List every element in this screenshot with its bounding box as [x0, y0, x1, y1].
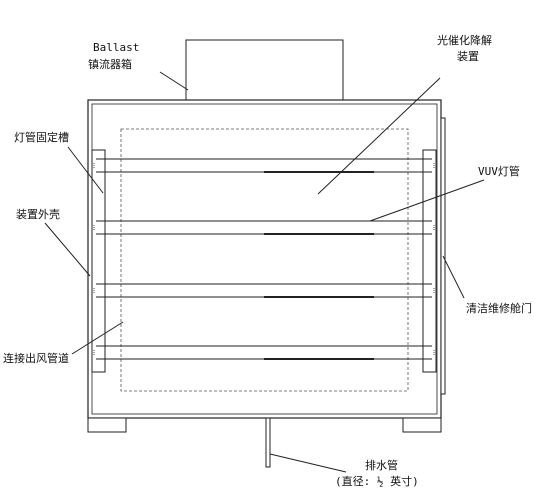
label-lamp-slot: 灯管固定槽	[14, 130, 69, 144]
label-drain-pipe: 排水管	[365, 458, 398, 472]
drain-pipe	[265, 417, 271, 468]
ballast-box	[185, 39, 344, 101]
leader-housing	[44, 222, 91, 277]
label-housing: 装置外壳	[16, 207, 60, 221]
leader-drain-pipe	[269, 453, 347, 473]
housing-outer	[87, 99, 442, 419]
label-vuv-lamp: VUV灯管	[478, 164, 520, 178]
vuv-lamp-tube-1	[93, 158, 435, 173]
photocatalytic-zone	[120, 128, 409, 392]
right-foot	[402, 417, 442, 433]
label-exhaust-duct: 连接出风管道	[3, 351, 69, 365]
left-foot	[87, 417, 127, 433]
leader-vuv-lamp	[369, 179, 485, 222]
leader-photocatalytic	[317, 77, 441, 195]
leader-ballast	[159, 71, 189, 91]
vuv-lamp-tube-3	[93, 283, 435, 298]
label-maintenance-door: 清洁维修舱门	[466, 301, 532, 315]
label-ballast-cn: 镇流器箱	[88, 57, 132, 71]
leader-lamp-slot	[67, 146, 104, 194]
vuv-lamp-tube-4	[93, 345, 435, 360]
leader-exhaust-duct	[71, 321, 124, 355]
label-photocatalytic-line2: 装置	[457, 50, 479, 63]
label-ballast-en: Ballast	[93, 41, 139, 54]
lamp-slot-left	[91, 149, 106, 373]
label-photocatalytic-line1: 光催化降解	[437, 33, 492, 47]
vuv-lamp-tube-2	[93, 220, 435, 235]
lamp-slot-right	[422, 149, 437, 373]
leader-maintenance-door	[442, 255, 465, 299]
label-drain-spec: (直径: ½ 英寸)	[335, 474, 419, 488]
